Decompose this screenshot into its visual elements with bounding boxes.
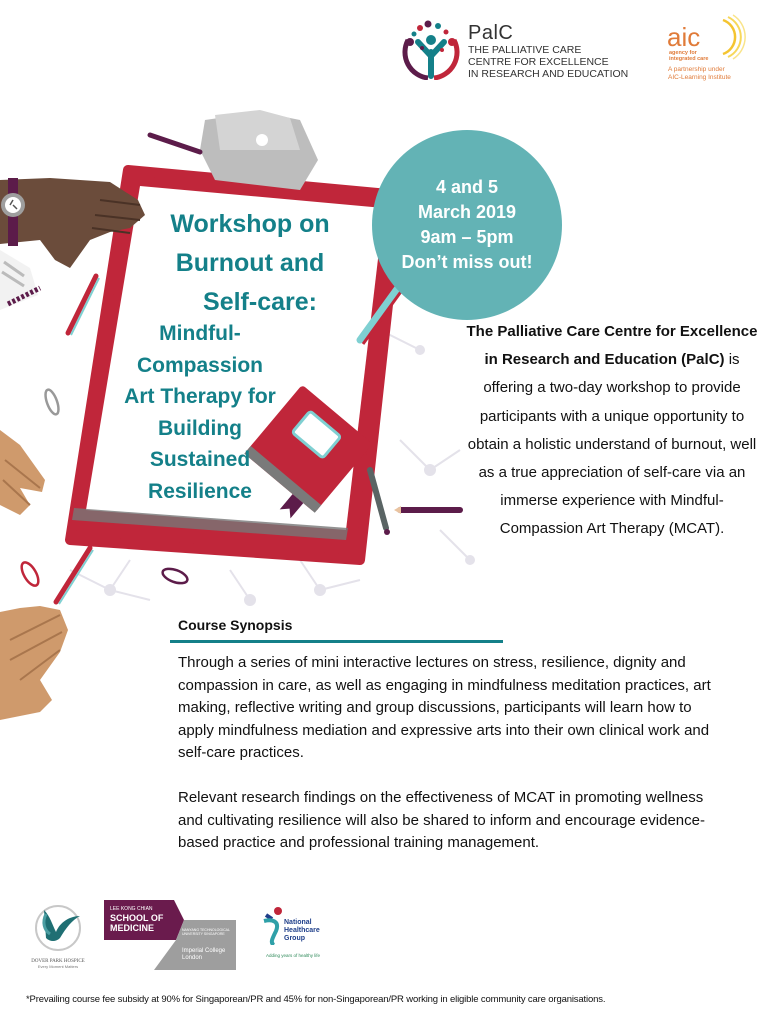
lkc-line1: LEE KONG CHIAN [110, 906, 153, 912]
aic-logo: aic agency for integrated care [665, 14, 760, 89]
nhg-line: Healthcare [284, 927, 320, 934]
imperial-name: Imperial College London [182, 948, 225, 962]
palc-subtitle-line: THE PALLIATIVE CARE [468, 44, 582, 56]
event-dates: 4 and 5 [435, 177, 499, 197]
dover-park-hospice-logo: DOVER PARK HOSPICE Every Moment Matters [28, 898, 88, 970]
clipboard-illustration [0, 110, 475, 720]
dover-name: DOVER PARK HOSPICE [31, 959, 85, 964]
svg-text:integrated care: integrated care [669, 56, 708, 62]
nhg-name: National Healthcare Group [284, 919, 320, 943]
palc-logo-name: PalC [468, 22, 514, 44]
synopsis-paragraph: Relevant research findings on the effect… [178, 788, 705, 852]
aic-partner-line: A partnership under [668, 66, 725, 73]
title-line: Self-care: [203, 288, 317, 316]
lkc-line3: MEDICINE [110, 923, 155, 933]
lkc-logo-shape [104, 900, 236, 970]
subtitle-line: Sustained [149, 448, 251, 471]
notepad-illustration [0, 250, 42, 310]
pencil-icon [53, 545, 94, 605]
title-main: Workshop on Burnout and Self-care: [130, 205, 370, 322]
clipboard-clip [200, 110, 318, 190]
synopsis-divider [170, 640, 503, 643]
palc-logo-subtitle: THE PALLIATIVE CARE CENTRE FOR EXCELLENC… [468, 44, 628, 80]
dove-bird-icon [35, 905, 81, 951]
aic-logo-icon: aic agency for integrated care [667, 14, 746, 62]
molecule-background [69, 329, 475, 606]
event-date-badge: 4 and 5 March 2019 9am – 5pm Don’t miss … [372, 130, 562, 320]
title-line: Burnout and [175, 249, 325, 277]
workshop-title: Workshop on Burnout and Self-care: [130, 205, 370, 322]
pencil-icon [394, 506, 463, 514]
palc-logo [398, 18, 468, 81]
subtitle-line: Mindful- [159, 322, 241, 345]
synopsis-heading: Course Synopsis [178, 617, 293, 633]
palc-subtitle-line: CENTRE FOR EXCELLENCE [468, 56, 609, 68]
light-hand-illustration [0, 430, 45, 515]
event-month-year: March 2019 [417, 202, 517, 222]
dark-hand-illustration [0, 178, 145, 268]
workshop-subtitle: Mindful- Compassion Art Therapy for Buil… [100, 318, 300, 507]
imperial-line: London [182, 955, 203, 961]
synopsis-body: Through a series of mini interactive lec… [178, 652, 728, 877]
pencil-icon [65, 273, 100, 336]
event-cta: Don’t miss out! [401, 252, 533, 272]
lkc-medicine-logo: LEE KONG CHIAN SCHOOL OF MEDICINE NANYAN… [104, 900, 236, 970]
aic-partner-line: AIC-Learning Institute [668, 74, 731, 81]
aic-partner-text: A partnership under AIC-Learning Institu… [668, 66, 731, 82]
nhg-tagline: Adding years of healthy life [266, 953, 321, 958]
light-hand-illustration [0, 606, 68, 720]
subtitle-line: Compassion [136, 353, 264, 377]
ntu-name: NANYANG TECHNOLOGICAL UNIVERSITY SINGAPO… [182, 928, 230, 936]
palc-tree-people-icon [402, 20, 460, 81]
aic-wordmark: aic [667, 22, 700, 52]
pencil-icon [367, 467, 390, 535]
nhg-line: National [284, 919, 312, 926]
paperclip-icon [44, 388, 60, 416]
paperclip-icon [20, 561, 40, 587]
dover-tagline: Every Moment Matters [37, 964, 79, 969]
lkc-school: SCHOOL OF MEDICINE [110, 913, 163, 933]
nhg-figure-icon [263, 907, 282, 947]
nhg-logo: National Healthcare Group Adding years o… [262, 905, 342, 965]
event-time: 9am – 5pm [420, 227, 514, 247]
nhg-line: Group [284, 935, 305, 942]
subtitle-line: Art Therapy for [124, 385, 276, 408]
synopsis-paragraph: Through a series of mini interactive lec… [178, 654, 711, 762]
lkc-line2: SCHOOL OF [110, 913, 164, 923]
paperclip-icon [161, 567, 189, 585]
intro-organisation: The Palliative Care Centre for Excellenc… [466, 323, 758, 369]
title-line: Workshop on [170, 210, 330, 238]
intro-paragraph: The Palliative Care Centre for Excellenc… [462, 318, 762, 544]
subtitle-line: Resilience [148, 479, 252, 503]
subtitle-line: Building [158, 416, 242, 440]
red-notebook-illustration [244, 386, 371, 519]
intro-description: is offering a two-day workshop to provid… [467, 351, 757, 538]
imperial-line: Imperial College [182, 948, 226, 954]
palc-subtitle-line: IN RESEARCH AND EDUCATION [468, 68, 629, 80]
subsidy-footnote: *Prevailing course fee subsidy at 90% fo… [26, 994, 606, 1005]
pencil-icon [147, 132, 203, 155]
svg-text:agency for: agency for [669, 50, 698, 56]
